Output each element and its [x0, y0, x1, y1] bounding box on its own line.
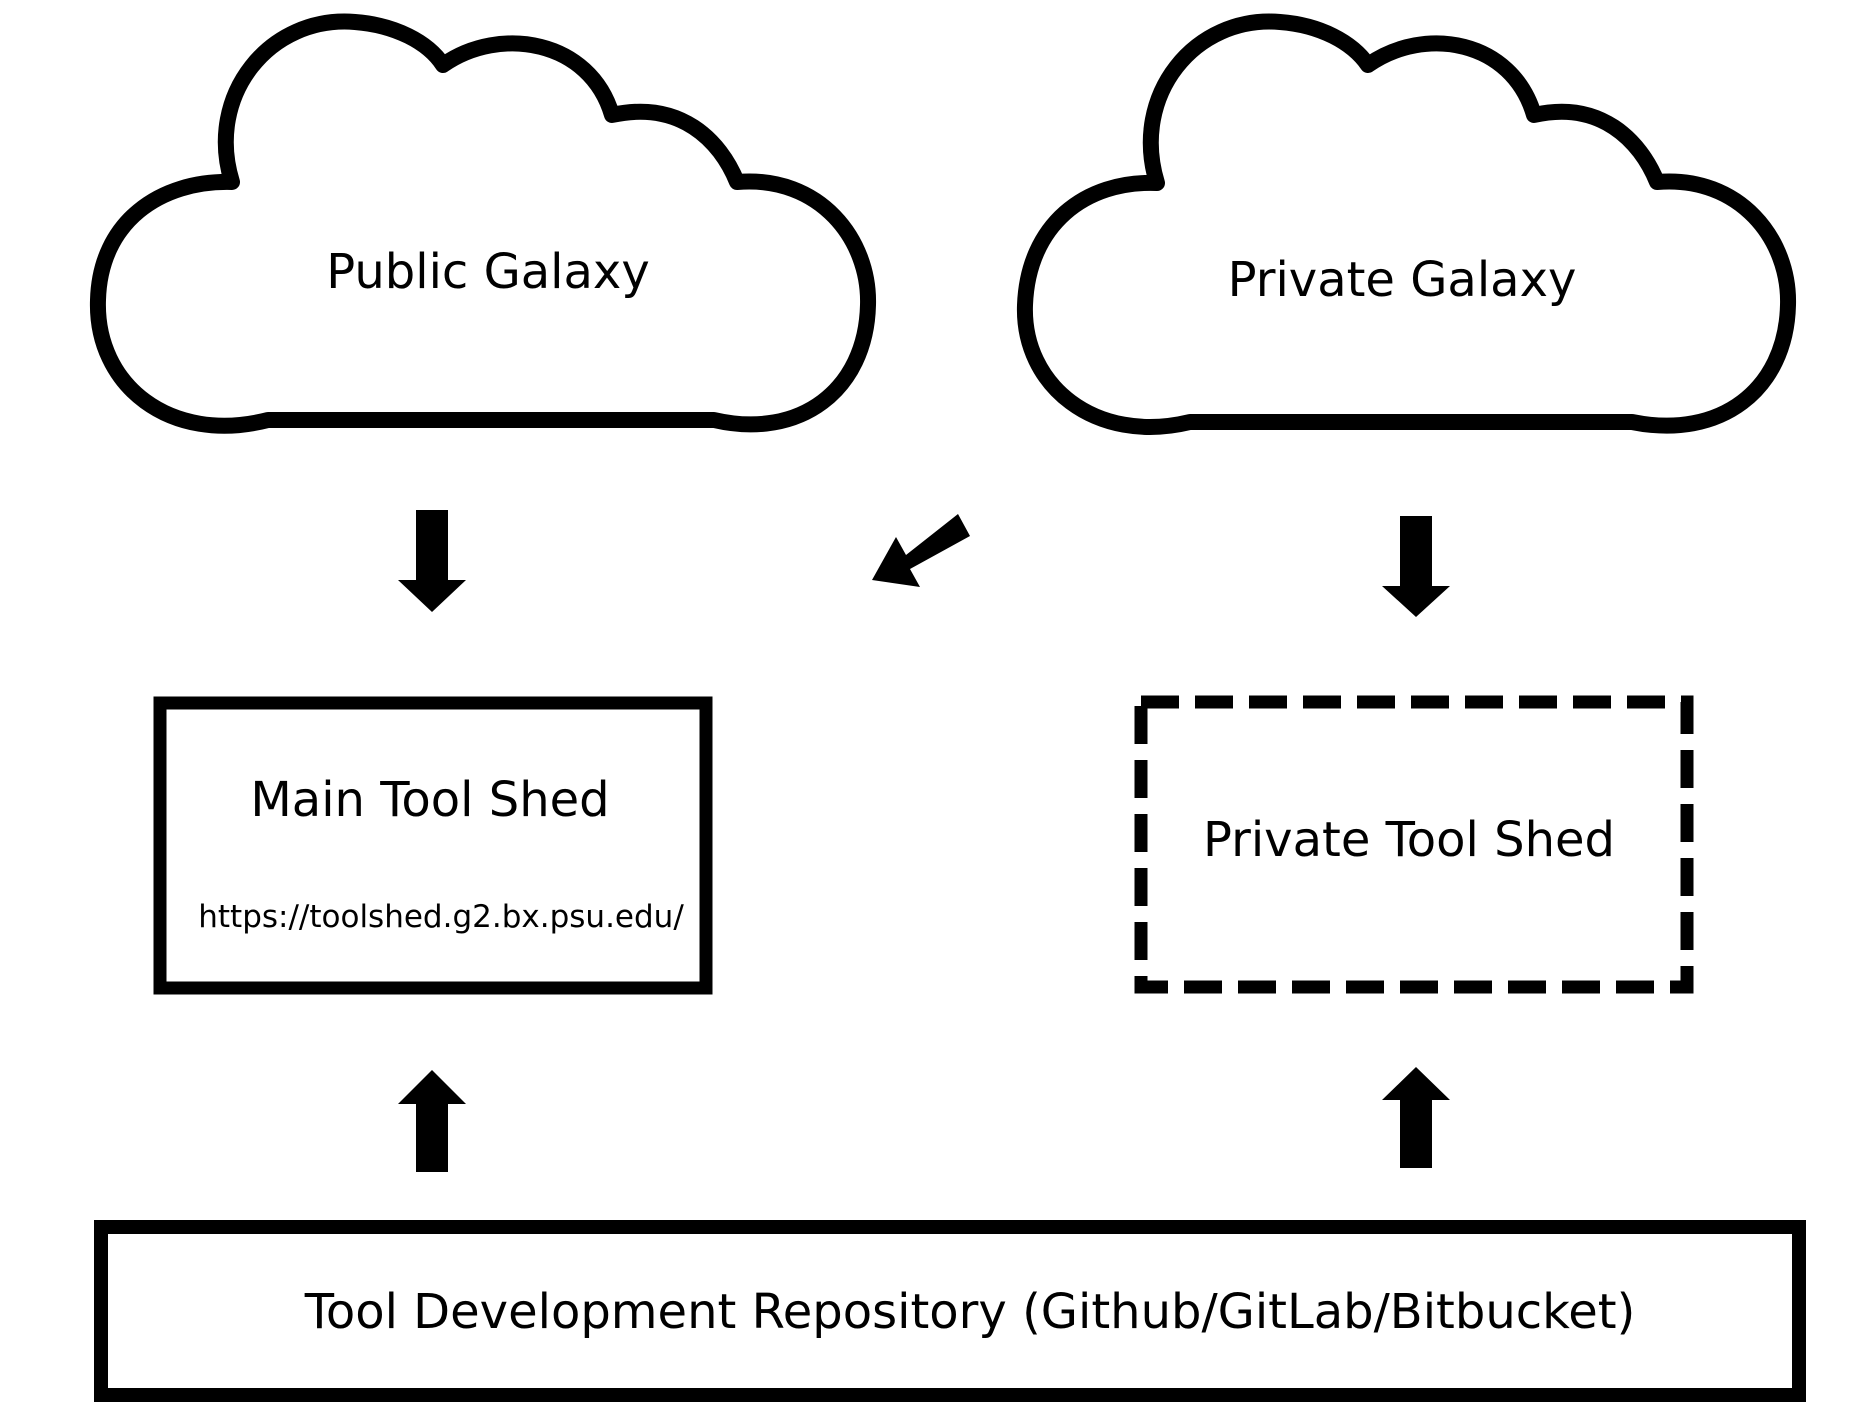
- main-tool-shed-label: Main Tool Shed: [250, 772, 610, 828]
- private-tool-shed-label: Private Tool Shed: [1203, 812, 1615, 868]
- private-galaxy-cloud: [1016, 13, 1797, 435]
- tool-dev-repo-label: Tool Development Repository (Github/GitL…: [304, 1284, 1636, 1340]
- private-galaxy-label: Private Galaxy: [1227, 252, 1577, 308]
- arrow-repo-to-main-tool-shed: [398, 1070, 466, 1172]
- arrow-public-galaxy-to-main-tool-shed: [398, 510, 466, 612]
- main-tool-shed-url: https://toolshed.g2.bx.psu.edu/: [198, 899, 684, 935]
- main-tool-shed-box: [153, 696, 713, 995]
- arrow-private-galaxy-to-main-tool-shed: [872, 514, 970, 587]
- arrow-repo-to-private-tool-shed: [1382, 1067, 1450, 1168]
- private-tool-shed-box: [1134, 695, 1694, 994]
- arrow-private-galaxy-to-private-tool-shed: [1382, 516, 1450, 617]
- public-galaxy-cloud: [89, 13, 877, 434]
- tool-dev-repo-box: [94, 1220, 1806, 1402]
- public-galaxy-label: Public Galaxy: [326, 244, 650, 300]
